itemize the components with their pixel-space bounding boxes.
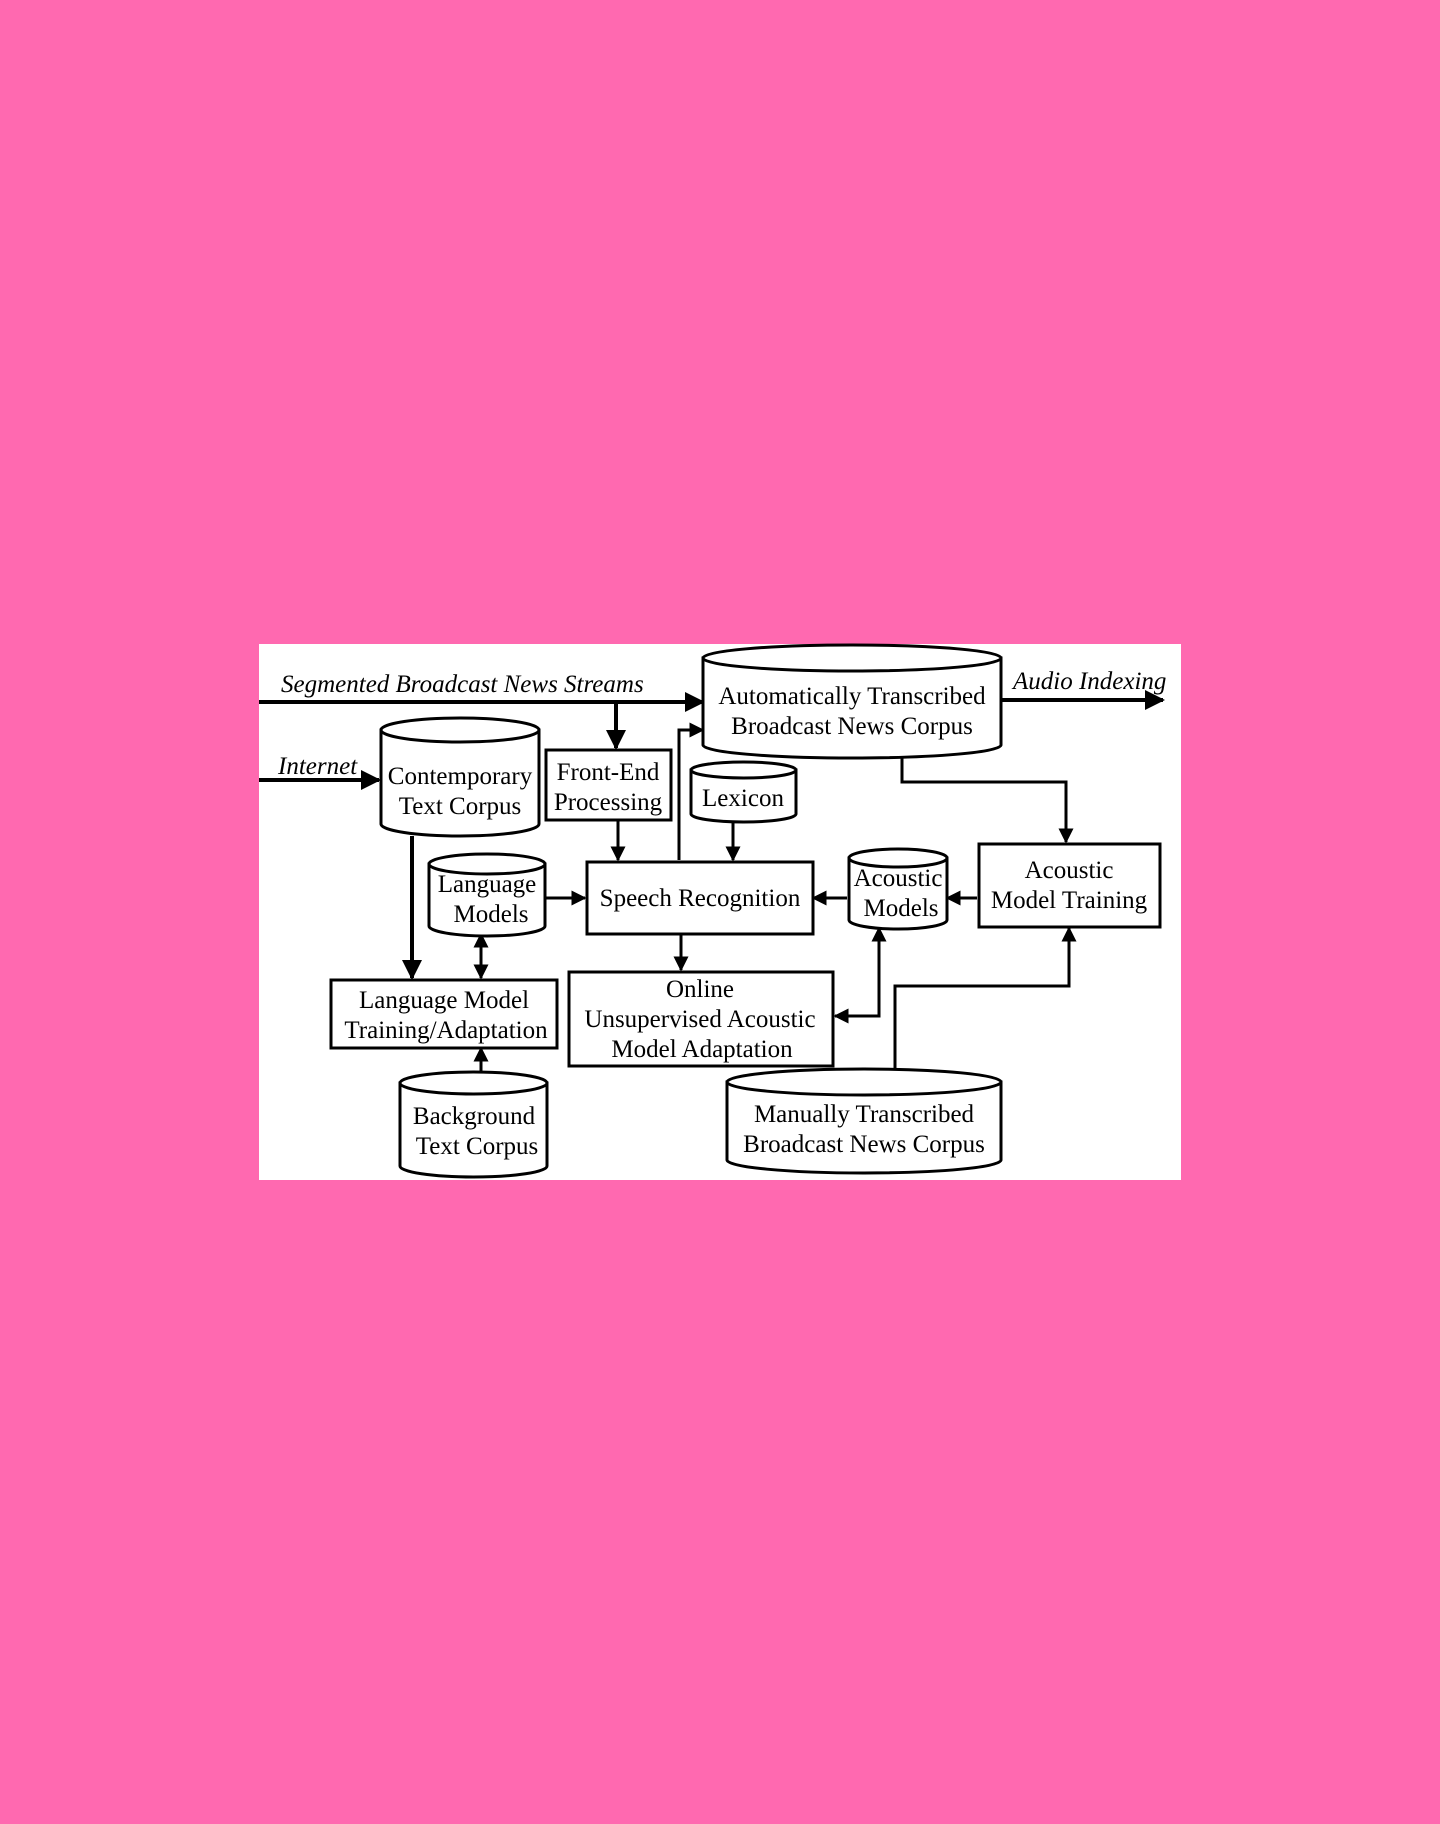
lexicon-cylinder: Lexicon — [689, 760, 798, 824]
label-contemporary-line1: Contemporary — [388, 763, 533, 790]
manual-corpus-cylinder: Manually Transcribed Broadcast News Corp… — [725, 1067, 1003, 1175]
speech-recognition-box: Speech Recognition — [585, 860, 815, 936]
label-background-line1: Background — [413, 1103, 536, 1130]
label-internet: Internet — [277, 753, 358, 780]
label-contemporary-line2: Text Corpus — [399, 793, 522, 820]
diagram-panel: Segmented Broadcast News Streams Interne… — [259, 643, 1181, 1180]
label-am-training-line2: Model Training — [991, 887, 1148, 914]
label-online-line1: Online — [666, 976, 734, 1003]
flow-diagram: Segmented Broadcast News Streams Interne… — [259, 643, 1166, 1179]
arrow-sr-to-auto-corpus — [677, 722, 705, 860]
label-audio-indexing: Audio Indexing — [1011, 668, 1166, 695]
label-language-models-line1: Language — [438, 871, 537, 898]
language-models-cylinder: Language Models — [427, 852, 547, 938]
label-online-line3: Model Adaptation — [611, 1036, 793, 1063]
arrow-online-am — [833, 926, 887, 1024]
online-adaptation-box: Online Unsupervised Acoustic Model Adapt… — [567, 970, 835, 1068]
label-online-line2: Unsupervised Acoustic — [584, 1006, 815, 1033]
label-lm-training-line2: Training/Adaptation — [344, 1017, 548, 1044]
acoustic-models-cylinder: Acoustic Models — [847, 847, 949, 931]
label-language-models-line2: Models — [454, 901, 529, 928]
label-front-end-line1: Front-End — [557, 759, 660, 786]
connectors — [259, 690, 1165, 1090]
label-am-training-line1: Acoustic — [1025, 857, 1114, 884]
acoustic-model-training-box: Acoustic Model Training — [977, 842, 1162, 929]
lm-training-box: Language Model Training/Adaptation — [329, 978, 559, 1050]
arrow-auto-corpus-to-am-training — [900, 758, 1074, 844]
arrow-manual-to-am-training — [893, 926, 1077, 1090]
label-manual-corpus-line2: Broadcast News Corpus — [743, 1131, 985, 1158]
background-corpus-cylinder: Background Text Corpus — [398, 1070, 549, 1179]
label-lexicon: Lexicon — [702, 785, 784, 812]
contemporary-corpus-cylinder: Contemporary Text Corpus — [379, 716, 541, 838]
label-front-end-line2: Processing — [554, 789, 663, 816]
label-auto-corpus-line1: Automatically Transcribed — [718, 683, 986, 710]
label-acoustic-models-line1: Acoustic — [854, 865, 943, 892]
auto-transcribed-corpus-cylinder: Automatically Transcribed Broadcast News… — [701, 643, 1003, 760]
label-segmented-streams: Segmented Broadcast News Streams — [281, 671, 644, 698]
label-manual-corpus-line1: Manually Transcribed — [754, 1101, 975, 1128]
label-auto-corpus-line2: Broadcast News Corpus — [731, 713, 973, 740]
label-background-line2: Text Corpus — [416, 1133, 539, 1160]
label-acoustic-models-line2: Models — [864, 895, 939, 922]
label-speech-recognition: Speech Recognition — [600, 885, 801, 912]
front-end-processing-box: Front-End Processing — [544, 748, 673, 822]
label-lm-training-line1: Language Model — [359, 987, 529, 1014]
